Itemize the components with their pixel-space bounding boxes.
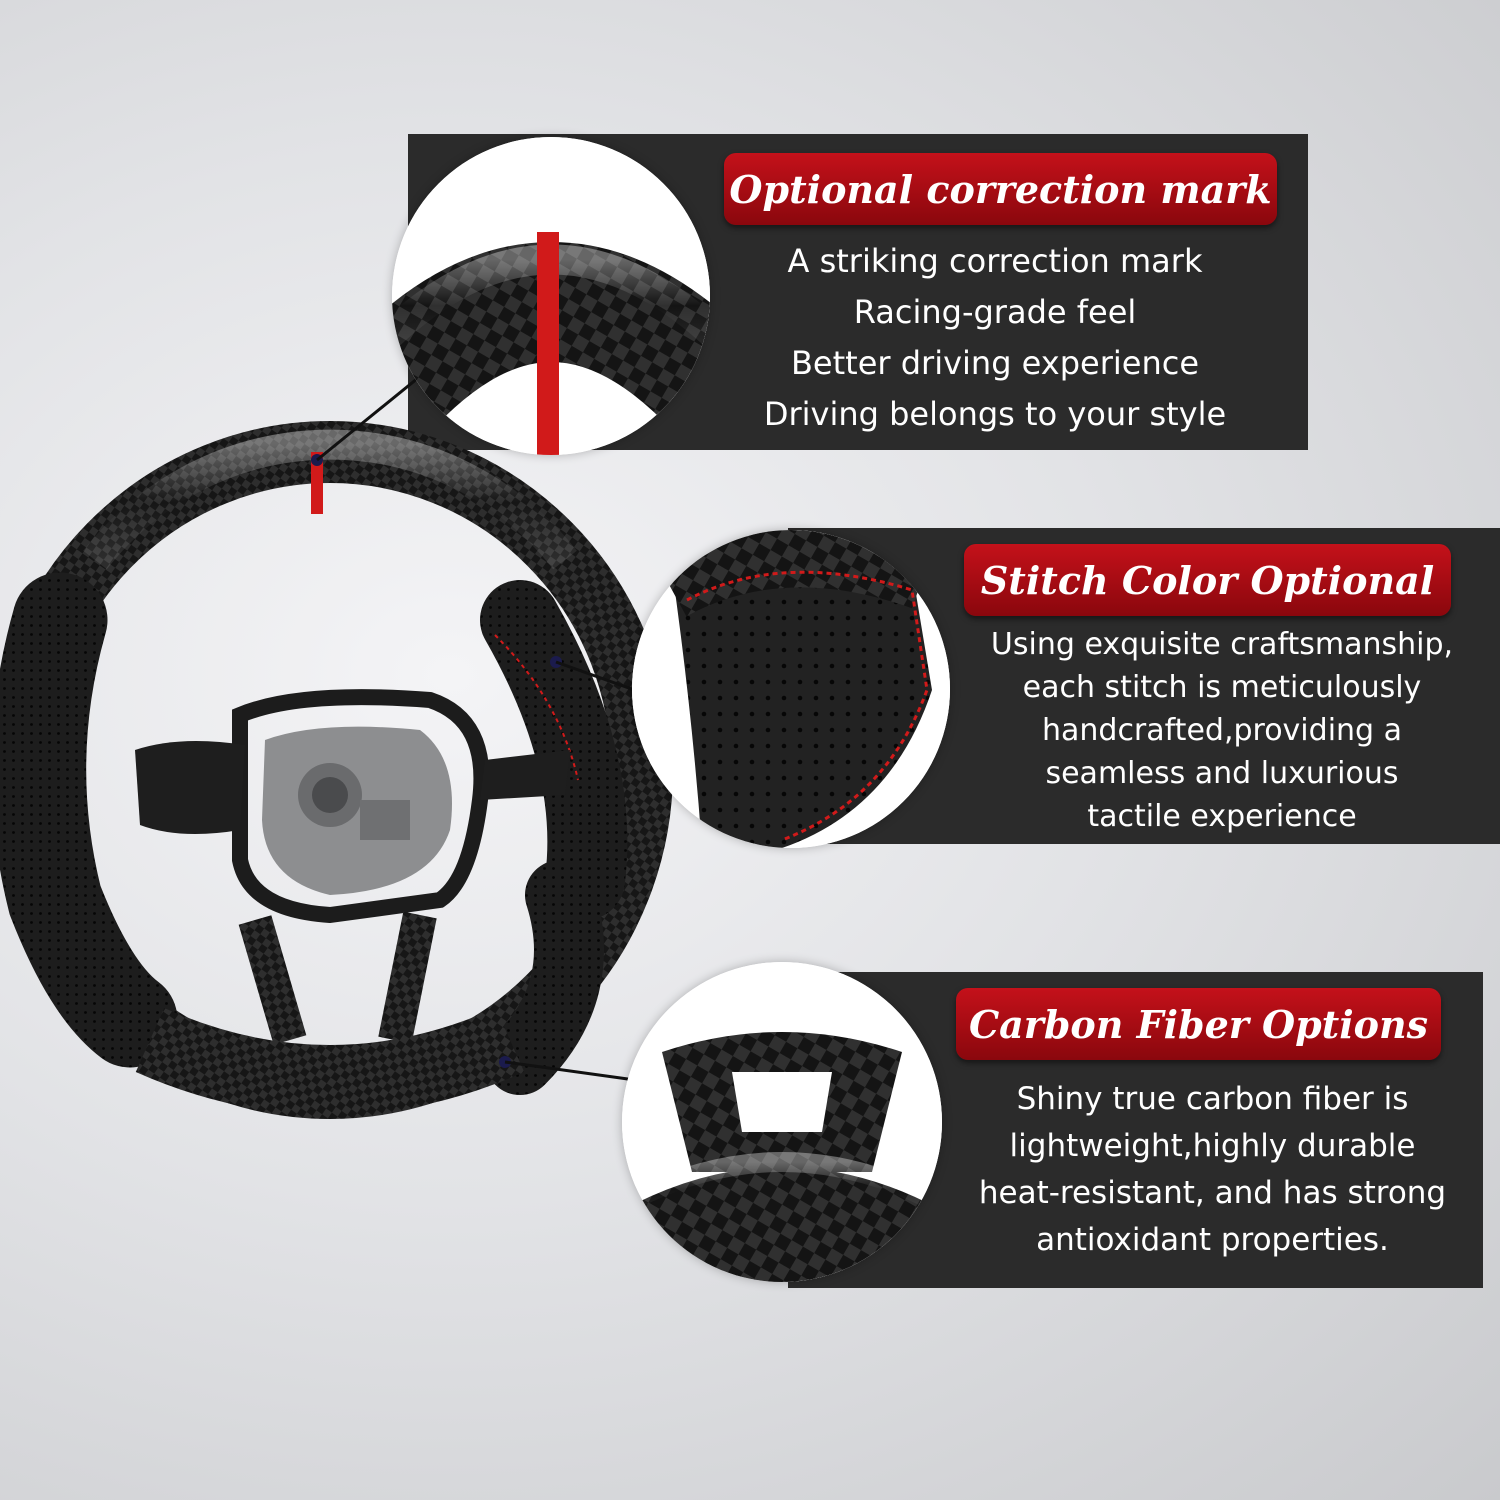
description-line: tactile experience	[1087, 799, 1357, 834]
feature-title-carbon-fiber: Carbon Fiber Options	[956, 988, 1441, 1060]
description-line: Driving belongs to your style	[763, 395, 1227, 433]
description-line: Better driving experience	[790, 344, 1200, 382]
feature-title-stitch-color: Stitch Color Optional	[964, 544, 1451, 616]
description-line: Using exquisite craftsmanship,	[990, 627, 1454, 662]
feature-description-carbon-fiber: Shiny true carbon fiber is lightweight,h…	[940, 1076, 1485, 1264]
feature-title-correction-mark: Optional correction mark	[724, 153, 1277, 225]
description-line: Shiny true carbon fiber is	[1016, 1081, 1409, 1117]
detail-circle-carbon-fiber	[622, 962, 942, 1282]
description-line: seamless and luxurious	[1045, 756, 1399, 791]
feature-description-stitch-color: Using exquisite craftsmanship, each stit…	[952, 623, 1492, 838]
description-line: antioxidant properties.	[1036, 1222, 1389, 1258]
detail-circle-correction-mark	[392, 137, 710, 455]
description-line: lightweight,highly durable	[1009, 1128, 1416, 1164]
description-line: heat-resistant, and has strong	[978, 1175, 1447, 1211]
description-line: Racing-grade feel	[853, 293, 1137, 331]
description-line: handcrafted,providing a	[1041, 713, 1402, 748]
detail-circle-stitch	[632, 530, 950, 848]
description-line: A striking correction mark	[787, 242, 1203, 280]
description-line: each stitch is meticulously	[1022, 670, 1422, 705]
feature-description-correction-mark: A striking correction mark Racing-grade …	[700, 236, 1290, 440]
